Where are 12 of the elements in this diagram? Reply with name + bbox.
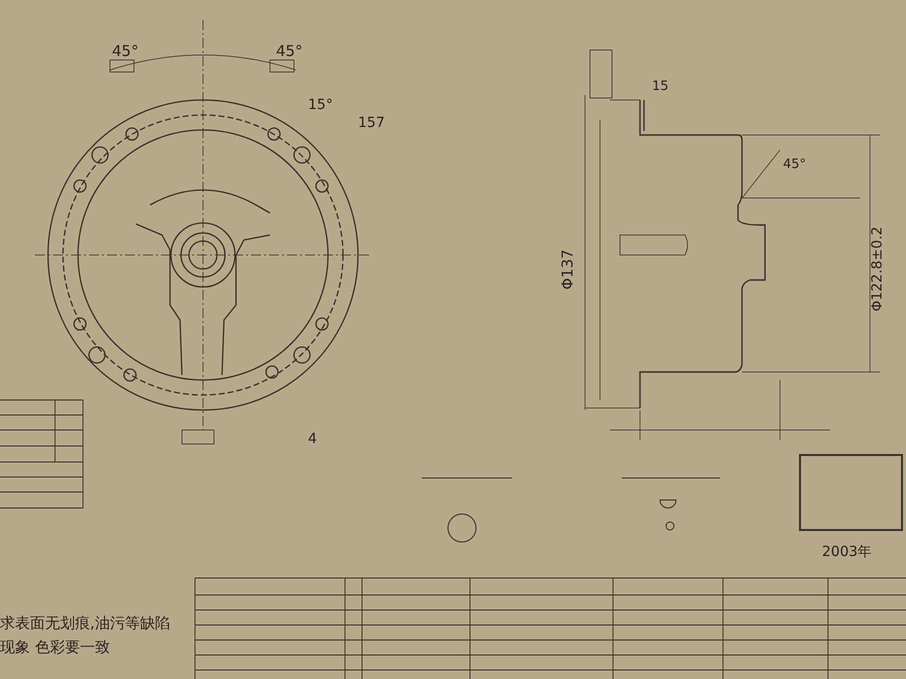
note-text: 求表面无划痕,油污等缺陷 (0, 616, 170, 631)
date-text: 2003年 (822, 545, 872, 559)
angle-dimension: 45° (112, 44, 139, 59)
dimension-text: 157 (358, 116, 385, 130)
angle-dimension: 45° (783, 158, 806, 171)
angle-dimension: 15° (308, 98, 333, 112)
note-text: 现象 色彩要一致 (0, 640, 110, 655)
dimension-text: 4 (308, 432, 317, 446)
diameter-dimension: Φ137 (560, 249, 576, 290)
angle-dimension: 45° (276, 44, 303, 59)
dimension-text: 15 (652, 80, 669, 93)
diameter-dimension: Φ122.8±0.2 (870, 226, 885, 312)
